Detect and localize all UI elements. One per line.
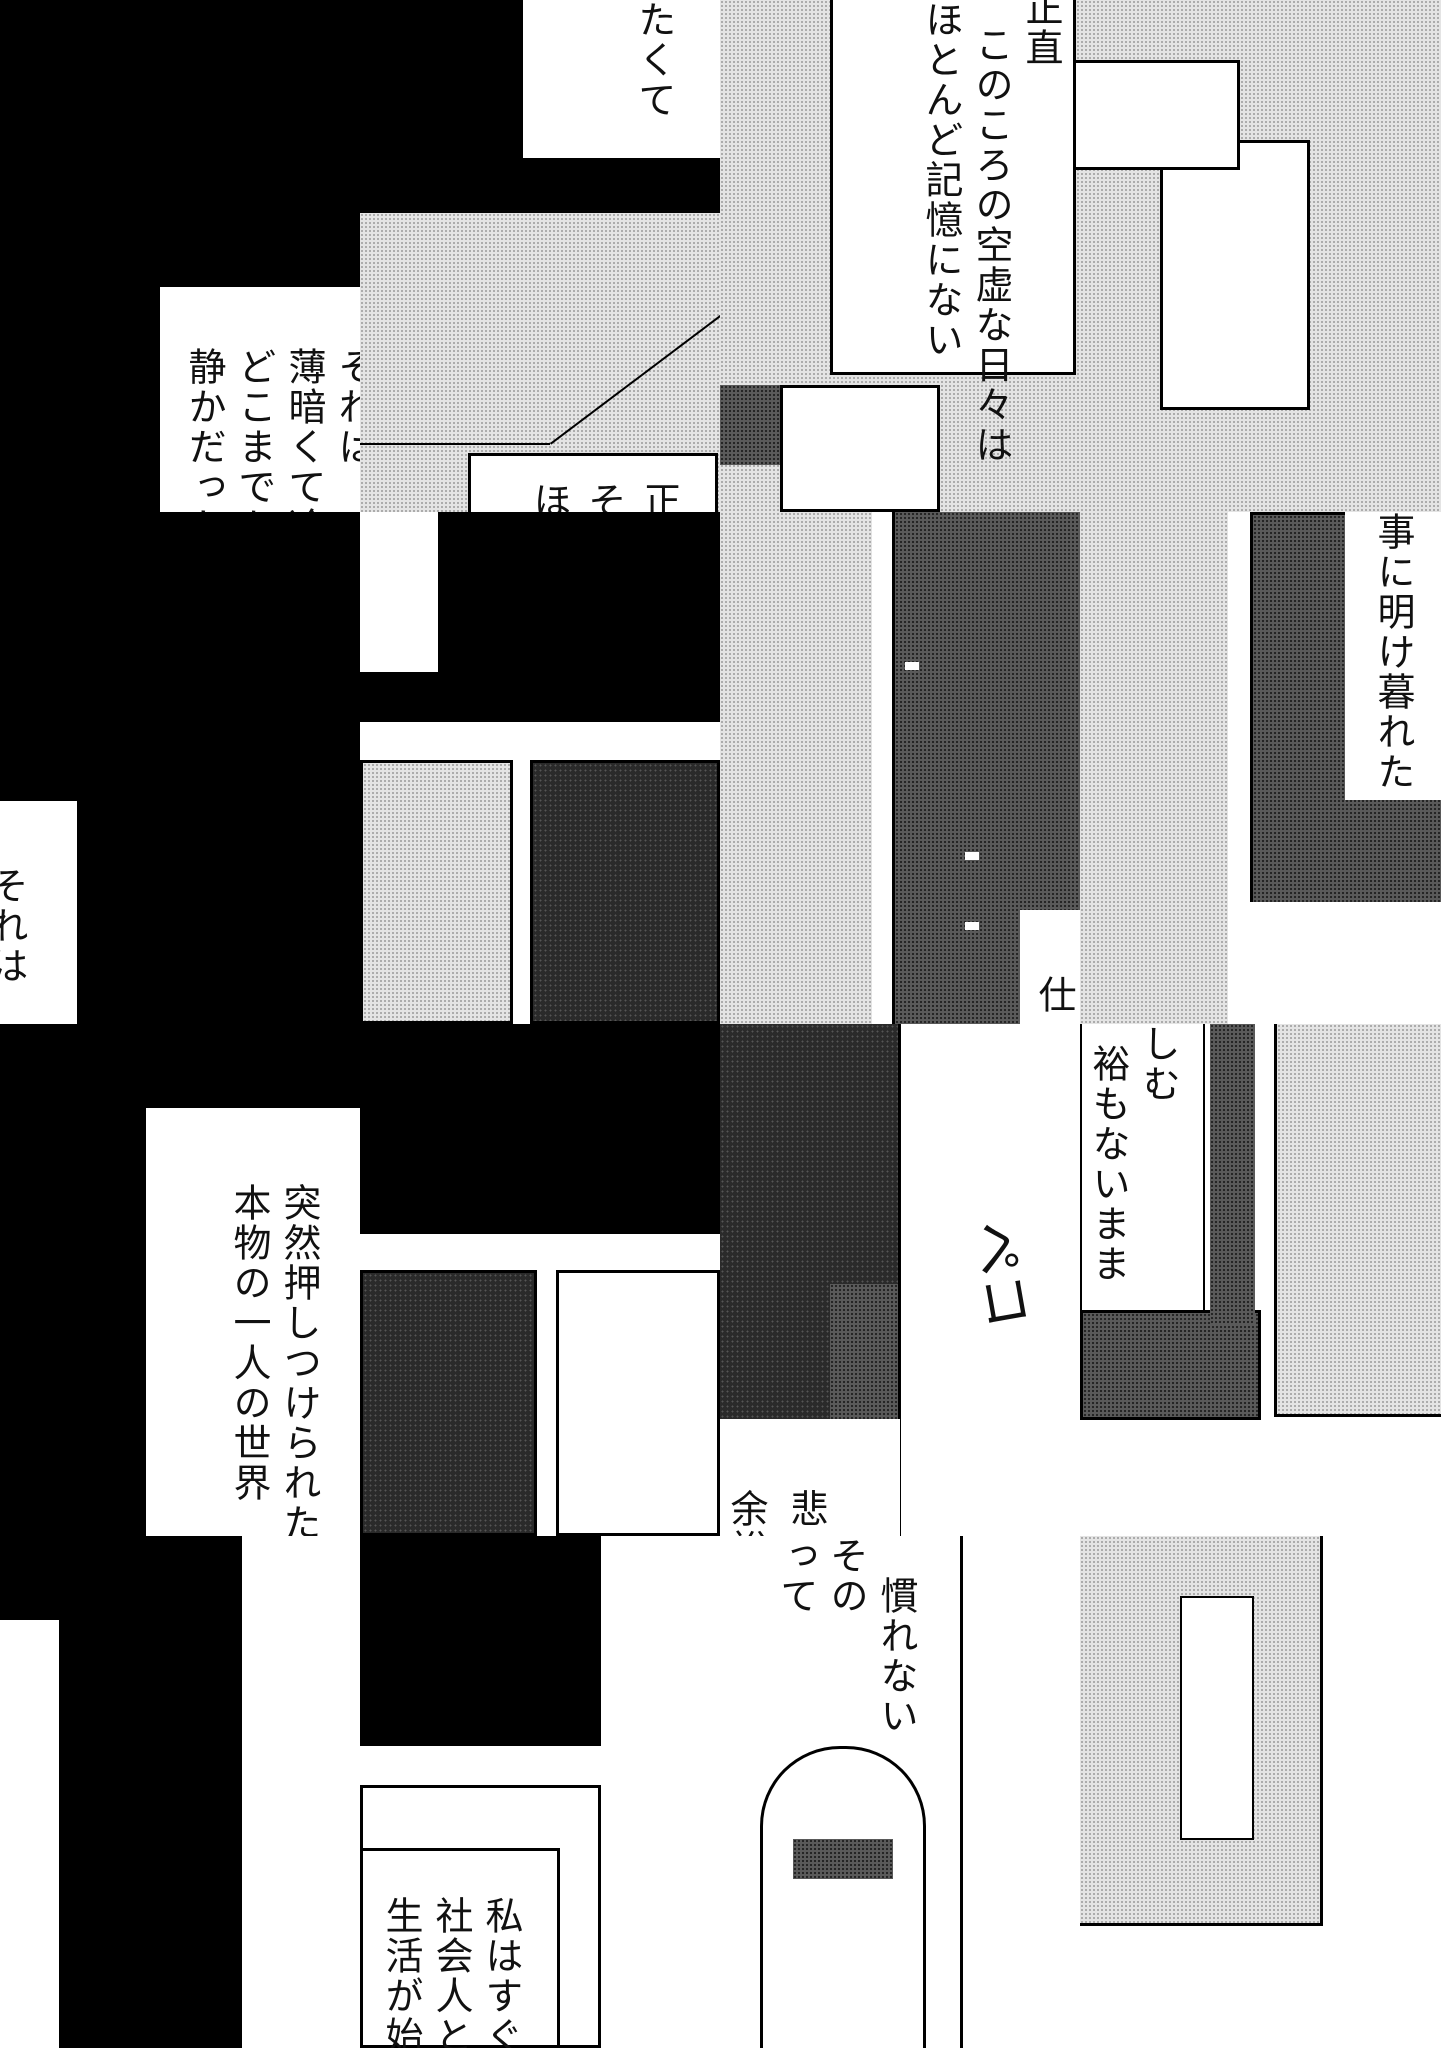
girl-panel: 慣れない その って <box>720 1536 963 2048</box>
office-wall-panel <box>720 512 872 1024</box>
white-gap <box>360 512 438 672</box>
caption-line-2: 裕もないまま <box>1086 1044 1130 1284</box>
caption-line-2: 本物の一人の世界 <box>227 1183 271 1503</box>
caption-text: たくて <box>632 0 676 120</box>
office-panel <box>720 0 1441 512</box>
caption-line-3: って <box>774 1536 818 1616</box>
caption-box-work: 事に明け暮れた <box>1345 512 1441 800</box>
sfx-bow: ペコ <box>959 1215 1041 1334</box>
desk-drawers <box>1160 140 1310 410</box>
lit-building <box>830 1284 898 1419</box>
shaded-eyes <box>793 1839 893 1879</box>
suit-panel <box>1080 1536 1323 1926</box>
caption-line-3: 生活が始ま <box>379 1896 423 2048</box>
building-strip <box>1210 1024 1255 1324</box>
caption-line-2: その <box>824 1536 868 1616</box>
night-city-panel <box>720 1024 901 1419</box>
panel-frame <box>360 722 720 1024</box>
caption-line-1: 私はすぐに <box>479 1896 523 2048</box>
bow-panel: ペコ <box>898 1024 1083 1536</box>
girl-illustration <box>760 1746 926 2048</box>
caption-line-1: 正直 <box>1019 0 1063 68</box>
street-panel <box>1080 1310 1261 1420</box>
cabinet <box>780 385 940 512</box>
office-floor-panel <box>1080 512 1228 1024</box>
white-gap <box>242 1536 360 2048</box>
suit-panel-top <box>1274 1024 1441 1417</box>
caption-box-adult-life: 私はすぐに 社会人とし 生活が始ま <box>360 1848 560 2048</box>
caption-line-1: 突然押しつけられた <box>277 1183 321 1543</box>
caption-line-2: このころの空虚な日々は <box>969 25 1013 465</box>
black-panel <box>360 1536 601 1746</box>
night-sky-panel <box>360 1270 537 1536</box>
caption-text: 余裕 <box>724 1489 768 1536</box>
caption-line-1: しむ <box>1136 1024 1180 1104</box>
caption-text: 事に明け暮れた <box>1371 512 1415 792</box>
caption-box-work-fragment: 仕 <box>1020 910 1080 1024</box>
caption-text: それは <box>0 866 28 986</box>
wall-panel <box>360 760 513 1024</box>
shirt <box>1180 1596 1254 1840</box>
white-gap <box>1232 902 1441 1024</box>
caption-box-honestly: 正直 このころの空虚な日々は ほとんど記憶にない <box>830 0 1076 465</box>
caption-line-1: 慣れない <box>874 1576 918 1736</box>
caption-text: 悲 <box>784 1489 828 1529</box>
night-sky-panel <box>530 760 720 1024</box>
panel-frame <box>360 1234 720 1536</box>
caption-box-top: たくて <box>520 0 723 161</box>
caption-box-sad: 悲 余裕 <box>720 1419 900 1536</box>
room-corner-panel <box>360 210 759 515</box>
caption-line-2: 社会人とし <box>429 1896 473 2048</box>
caption-box-sudden-world: 突然押しつけられた 本物の一人の世界 <box>146 1108 360 1543</box>
empty-panel <box>556 1270 720 1536</box>
white-gap <box>0 1620 59 2048</box>
caption-box-dark-cold: それは 薄暗くて冷 どこまでも 静かだった <box>160 287 376 547</box>
caption-line-3: ほとんど記憶にない <box>919 0 963 360</box>
caption-box-edge: それは <box>0 801 77 1024</box>
caption-text: 仕 <box>1032 975 1076 1015</box>
